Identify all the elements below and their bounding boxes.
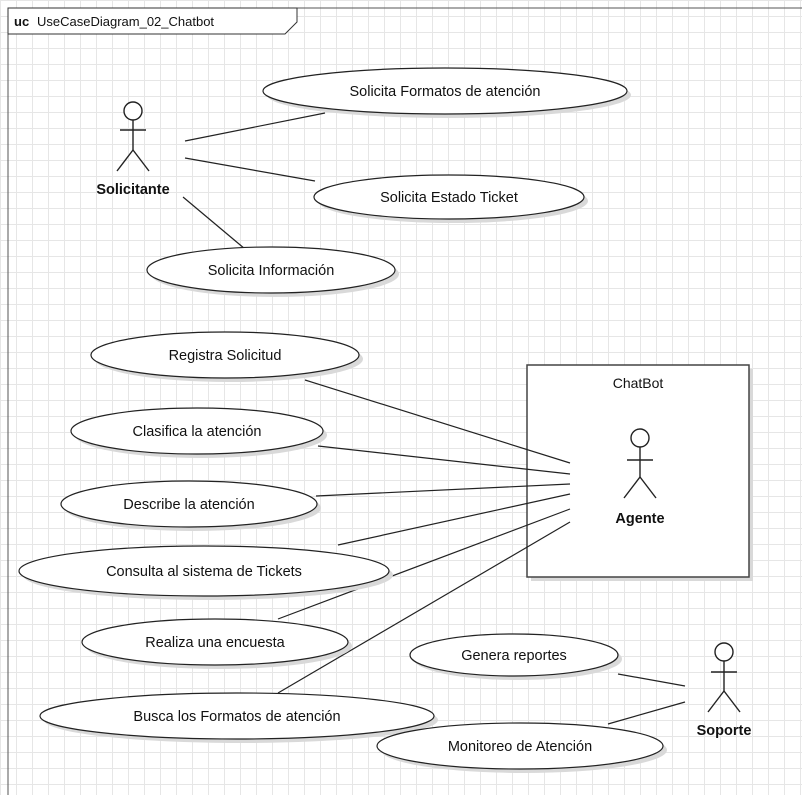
assoc-agente-describe xyxy=(315,483,571,497)
assoc-agente-registra xyxy=(304,379,571,464)
assoc-solicitante-formatos xyxy=(184,112,326,142)
actor-label: Solicitante xyxy=(96,182,169,198)
actor-solicitante[interactable]: Solicitante xyxy=(96,101,170,198)
assoc-agente-clasifica xyxy=(317,445,571,475)
system-boundary-title: ChatBot xyxy=(613,375,664,391)
use-case-solicita-formatos[interactable]: Solicita Formatos de atención xyxy=(262,67,631,118)
frame-title: UseCaseDiagram_02_Chatbot xyxy=(37,14,214,29)
use-case-label: Solicita Información xyxy=(208,263,335,279)
assoc-soporte-monitoreo xyxy=(607,701,686,725)
assoc-agente-busca xyxy=(277,521,571,694)
actor-agente[interactable]: Agente xyxy=(615,428,665,527)
stick-figure-icon xyxy=(623,428,657,499)
stick-figure-icon xyxy=(707,642,741,713)
use-case-encuesta[interactable]: Realiza una encuesta xyxy=(81,618,352,669)
use-case-label: Clasifica la atención xyxy=(133,424,262,440)
assoc-agente-encuesta xyxy=(277,508,571,620)
stick-figure-icon xyxy=(116,101,150,172)
use-case-label: Consulta al sistema de Tickets xyxy=(106,564,302,580)
diagram-frame: uc UseCaseDiagram_02_Chatbot xyxy=(7,7,802,795)
associations xyxy=(182,112,686,725)
actor-label: Soporte xyxy=(697,723,752,739)
use-case-label: Registra Solicitud xyxy=(169,348,282,364)
use-case-monitoreo[interactable]: Monitoreo de Atención xyxy=(376,722,667,773)
use-case-label: Solicita Formatos de atención xyxy=(349,84,540,100)
assoc-soporte-reportes xyxy=(617,673,686,687)
assoc-solicitante-informacion xyxy=(182,196,246,250)
use-case-label: Describe la atención xyxy=(123,497,254,513)
use-case-label: Busca los Formatos de atención xyxy=(133,709,340,725)
frame-keyword: uc xyxy=(14,14,29,29)
frame-tab xyxy=(7,7,298,35)
assoc-agente-consulta xyxy=(337,493,571,546)
use-case-label: Monitoreo de Atención xyxy=(448,739,592,755)
use-case-registra-solicitud[interactable]: Registra Solicitud xyxy=(90,331,363,382)
use-case-solicita-informacion[interactable]: Solicita Información xyxy=(146,246,399,297)
use-case-consulta[interactable]: Consulta al sistema de Tickets xyxy=(18,545,393,600)
assoc-solicitante-estado xyxy=(184,157,316,182)
system-boundary: ChatBot xyxy=(526,364,753,581)
use-case-solicita-estado[interactable]: Solicita Estado Ticket xyxy=(313,174,588,223)
use-case-genera-reportes[interactable]: Genera reportes xyxy=(409,633,622,680)
actor-soporte[interactable]: Soporte xyxy=(697,642,752,739)
use-case-label: Genera reportes xyxy=(461,648,567,664)
use-case-busca-formatos[interactable]: Busca los Formatos de atención xyxy=(39,692,438,743)
use-case-describe[interactable]: Describe la atención xyxy=(60,480,321,531)
use-case-label: Solicita Estado Ticket xyxy=(380,190,518,206)
actor-label: Agente xyxy=(615,511,664,527)
use-case-label: Realiza una encuesta xyxy=(145,635,285,651)
use-case-clasifica[interactable]: Clasifica la atención xyxy=(70,407,327,458)
